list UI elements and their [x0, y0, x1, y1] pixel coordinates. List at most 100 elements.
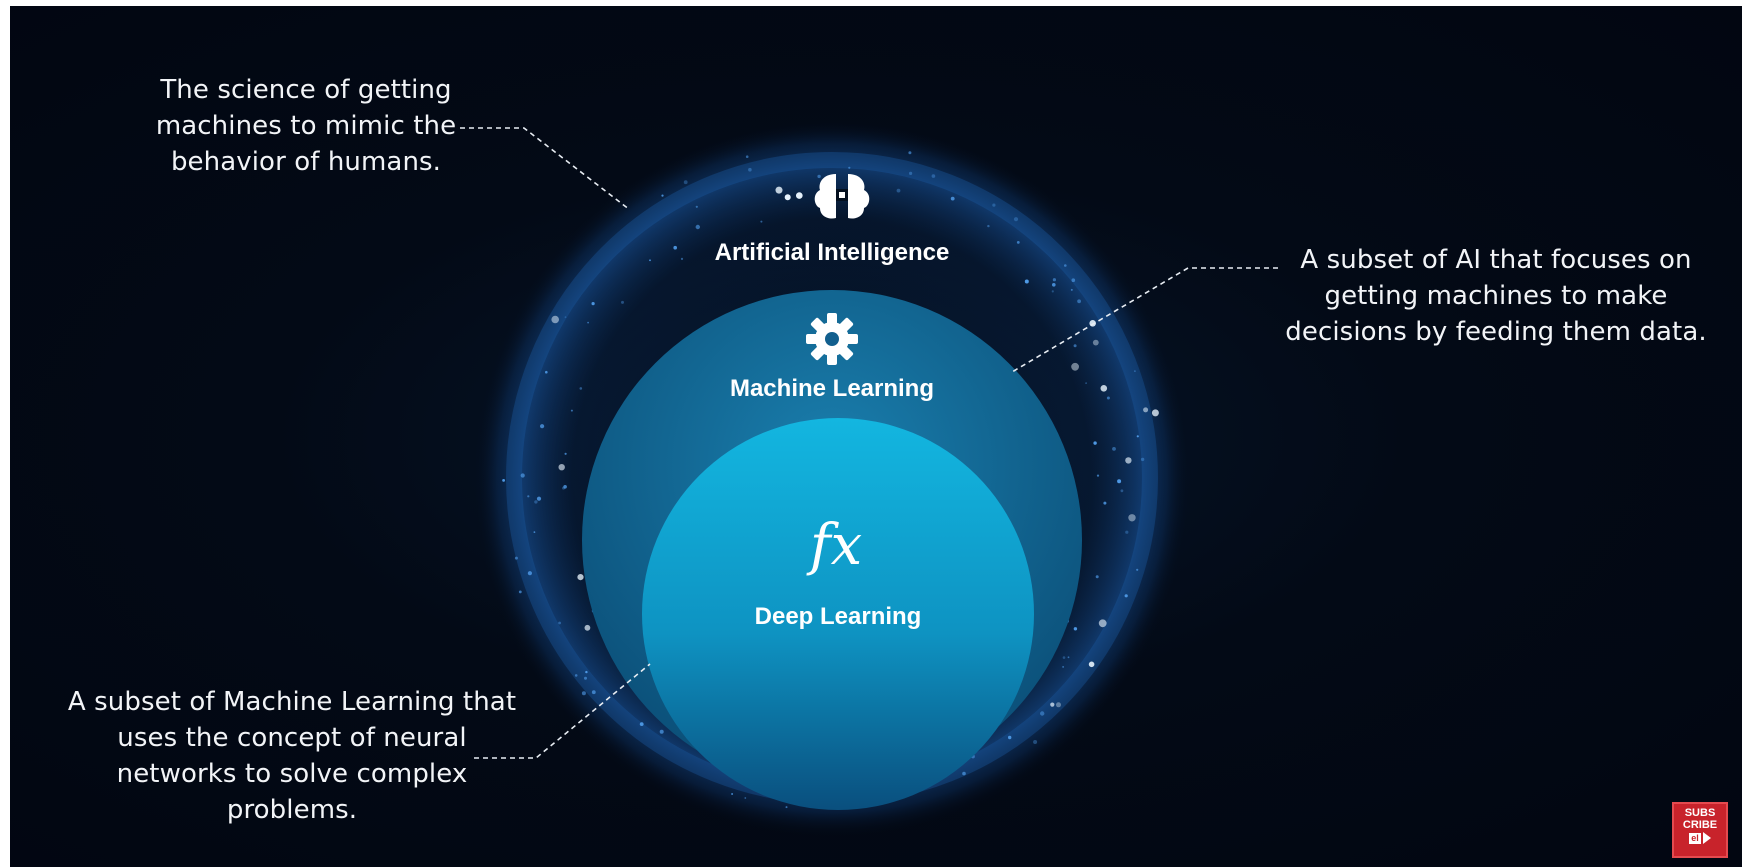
- sparkle-dot: [527, 495, 530, 498]
- sparkle-dot: [987, 224, 990, 228]
- sparkle-dot: [581, 691, 586, 696]
- sparkle-dot: [1040, 711, 1045, 716]
- sparkle-dot: [1052, 278, 1056, 282]
- sparkle-dot: [1085, 382, 1087, 384]
- sparkle-dot: [1134, 370, 1136, 372]
- sparkle-dot: [1106, 396, 1110, 400]
- ai-description-line: machines to mimic the: [155, 111, 457, 141]
- ai-description-line: behavior of humans.: [170, 147, 442, 177]
- sparkle-dot: [514, 556, 518, 560]
- sparkle-dot: [1064, 264, 1067, 267]
- sparkle-dot: [731, 793, 734, 795]
- sparkle-dot: [1136, 568, 1139, 571]
- ml-description-line: getting machines to make: [1324, 281, 1668, 311]
- sparkle-dot: [680, 257, 684, 260]
- sparkle-dot: [621, 300, 624, 304]
- subscribe-button[interactable]: SUBS CRIBE el: [1672, 802, 1728, 858]
- sparkle-dot: [1077, 299, 1081, 304]
- sparkle-dot: [760, 220, 763, 223]
- sparkle-dot: [534, 500, 538, 504]
- sparkle-dot: [591, 690, 596, 695]
- sparkle-dot: [683, 180, 688, 185]
- ml-description: A subset of AI that focuses on getting m…: [1256, 242, 1736, 350]
- sparkle-dot: [1071, 278, 1076, 283]
- sparkle-dot: [1073, 344, 1077, 348]
- sparkle-dot: [745, 155, 749, 158]
- sparkle-dot: [649, 259, 651, 262]
- brain-chip-icon: [814, 174, 870, 219]
- sparkle-dot: [1100, 385, 1108, 392]
- sparkle-dot: [1013, 217, 1019, 222]
- sparkle-dot: [1095, 575, 1099, 579]
- sparkle-dot: [695, 205, 698, 208]
- sparkle-dot: [540, 424, 545, 429]
- deep-learning-circle: [642, 418, 1034, 810]
- ml-description-line: A subset of AI that focuses on: [1300, 245, 1692, 275]
- sparkle-dot: [551, 315, 559, 324]
- sparkle-dot: [1093, 441, 1097, 445]
- dl-connector: [474, 663, 651, 759]
- sparkle-dot: [1117, 479, 1122, 484]
- sparkle-dot: [1125, 457, 1132, 464]
- diagram-canvas: Artificial Intelligence Machine Learning…: [10, 6, 1742, 867]
- sparkle-dot: [639, 722, 644, 726]
- ai-description: The science of getting machines to mimic…: [106, 72, 506, 180]
- subscribe-text-line2: CRIBE: [1682, 819, 1718, 831]
- sparkle-dot: [1024, 279, 1029, 284]
- sparkle-dot: [1067, 656, 1070, 659]
- sparkle-dot: [587, 321, 589, 324]
- sparkle-dot: [695, 224, 700, 230]
- sparkle-dot: [564, 452, 567, 455]
- function-fx-icon: fx: [806, 513, 862, 578]
- sparkle-dot: [908, 151, 912, 155]
- sparkle-dot: [584, 624, 591, 631]
- ai-ml-dl-diagram: Artificial Intelligence Machine Learning…: [460, 118, 1278, 838]
- sparkle-dot: [1008, 735, 1012, 740]
- sparkle-dot: [558, 621, 561, 625]
- subscribe-text-line1: SUBS: [1684, 807, 1716, 819]
- sparkle-dot: [564, 316, 567, 318]
- sparkle-dot: [992, 203, 996, 207]
- sparkle-dot: [817, 174, 821, 179]
- sparkle-dot: [518, 590, 522, 594]
- sparkle-dot: [1136, 435, 1139, 438]
- sparkle-dot: [962, 771, 966, 776]
- sparkle-dot: [1120, 489, 1124, 493]
- dl-description-line: networks to solve complex: [116, 759, 468, 789]
- sparkle-dot: [796, 192, 803, 199]
- sparkle-dot: [1143, 407, 1149, 413]
- play-icon: [1702, 832, 1711, 844]
- sparkle-dot: [748, 167, 752, 172]
- sparkle-dot: [1062, 656, 1066, 659]
- sparkle-dot: [1112, 447, 1116, 451]
- dl-description: A subset of Machine Learning that uses t…: [48, 684, 536, 828]
- sparkle-dot: [1033, 740, 1038, 744]
- dl-description-line: uses the concept of neural: [117, 723, 467, 753]
- sparkle-dot: [1125, 530, 1129, 534]
- ai-label: Artificial Intelligence: [715, 239, 950, 266]
- sparkle-dot: [536, 496, 542, 501]
- sparkle-dot: [558, 464, 565, 471]
- gear-icon: [806, 313, 858, 365]
- sparkle-dot: [1128, 514, 1136, 522]
- sparkle-dot: [784, 194, 791, 201]
- ai-connector: [460, 127, 631, 211]
- sparkle-dot: [1073, 627, 1078, 631]
- sparkle-dot: [1050, 702, 1055, 707]
- sparkle-dot: [1071, 362, 1079, 371]
- sparkle-dot: [659, 729, 664, 734]
- sparkle-dot: [574, 674, 578, 677]
- sparkle-dot: [563, 485, 567, 489]
- channel-logo-text: el: [1689, 833, 1701, 844]
- sparkle-dot: [1140, 457, 1145, 462]
- sparkle-dot: [950, 196, 955, 201]
- sparkle-dot: [579, 387, 583, 390]
- sparkle-dot: [584, 676, 587, 680]
- sparkle-dot: [533, 531, 536, 533]
- dl-description-line: problems.: [226, 795, 358, 825]
- sparkle-dot: [1056, 702, 1061, 708]
- sparkle-dot: [527, 571, 533, 576]
- ai-description-line: The science of getting: [160, 75, 452, 105]
- svg-text:fx: fx: [806, 513, 862, 578]
- ml-connector: [1011, 267, 1278, 373]
